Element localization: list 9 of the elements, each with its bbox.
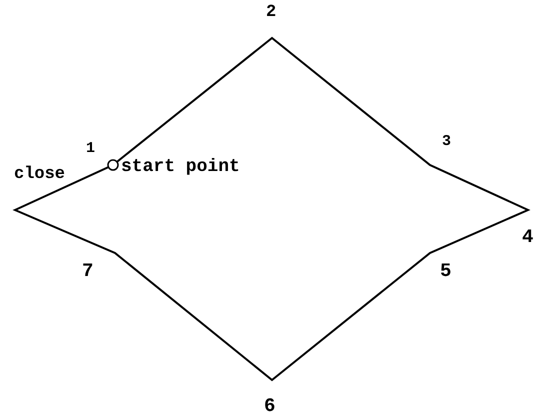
- vertex-number: 6: [264, 397, 276, 416]
- vertex-number: 3: [442, 134, 452, 149]
- vertex-number: 5: [440, 262, 452, 281]
- vertex-note: start point: [121, 158, 240, 176]
- vertex-note: close: [14, 166, 66, 183]
- vertex-number: 2: [266, 4, 276, 21]
- vertex-number: 7: [82, 262, 94, 281]
- vertex-number: 4: [522, 228, 534, 247]
- vertex-number: 1: [86, 141, 96, 156]
